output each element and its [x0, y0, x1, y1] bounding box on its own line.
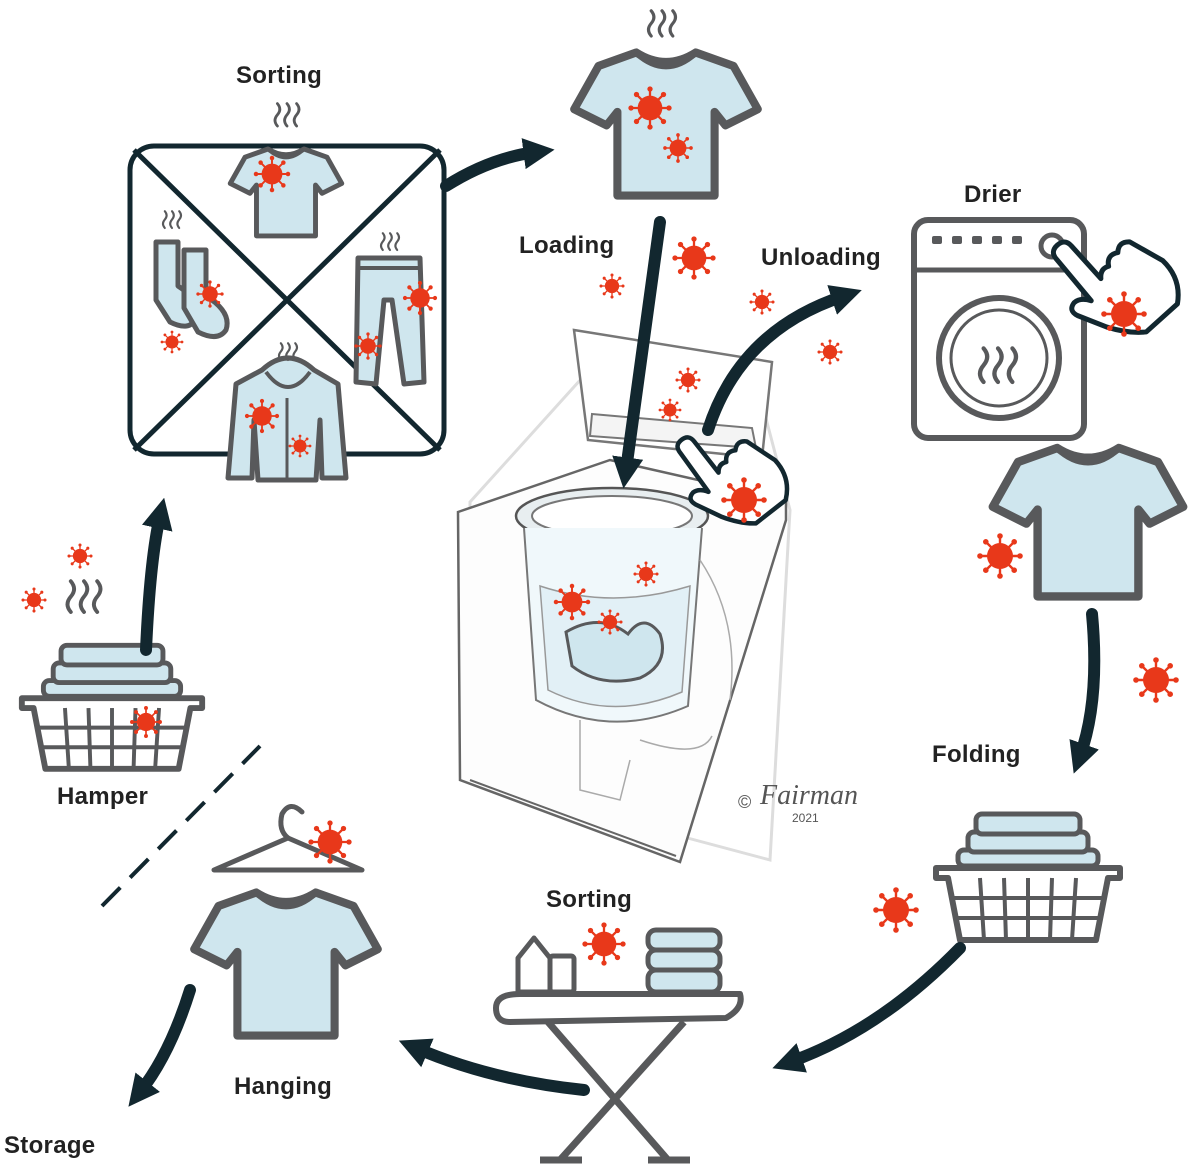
- arrow-sorting-to-hanging: [398, 1038, 590, 1096]
- laundry-basket-icon: [22, 645, 202, 768]
- loading-shirt: [574, 9, 758, 196]
- dryer-icon: [911, 217, 1087, 441]
- sorting-box: [127, 102, 447, 483]
- arrow-drier-to-folding: [1069, 608, 1101, 774]
- label-loading: Loading: [519, 232, 615, 259]
- house-icon: [515, 935, 577, 995]
- washing-machine-icon: [456, 328, 792, 864]
- label-hanging: Hanging: [234, 1073, 333, 1100]
- arrow-hanging-to-storage: [128, 984, 196, 1107]
- arrow-hamper-to-sorting: [140, 497, 173, 656]
- laundry-basket-icon: [936, 814, 1120, 940]
- signature-copyright: ©: [738, 792, 751, 812]
- artist-signature: © Fairman 2021: [738, 780, 858, 825]
- steam-icon: [273, 102, 301, 128]
- signature-year: 2021: [792, 811, 819, 825]
- shirt-icon: [574, 53, 758, 196]
- label-storage: Storage: [4, 1132, 96, 1159]
- arrow-folding-to-sorting: [772, 942, 966, 1073]
- label-folding: Folding: [932, 741, 1021, 768]
- steam-icon: [65, 579, 103, 614]
- label-sorting-top: Sorting: [236, 62, 323, 89]
- arrow-sorting-to-loading: [440, 138, 555, 192]
- label-drier: Drier: [964, 181, 1022, 208]
- steam-icon: [646, 9, 678, 38]
- hoodie-icon: [225, 342, 349, 483]
- arrow-unloading-to-drier: [702, 285, 862, 436]
- label-sorting-bottom: Sorting: [546, 886, 633, 913]
- shirt-icon: [194, 893, 378, 1036]
- label-hamper: Hamper: [57, 783, 149, 810]
- shirt-icon: [993, 448, 1183, 596]
- ironing-board-icon: [493, 991, 744, 1164]
- flow-arrows: [128, 138, 1101, 1107]
- arrow-loading-to-washer: [612, 216, 666, 489]
- hanger-icon: [211, 804, 365, 873]
- towel-stack-icon: [645, 927, 723, 995]
- signature-name: Fairman: [759, 780, 858, 811]
- label-unloading: Unloading: [761, 244, 882, 271]
